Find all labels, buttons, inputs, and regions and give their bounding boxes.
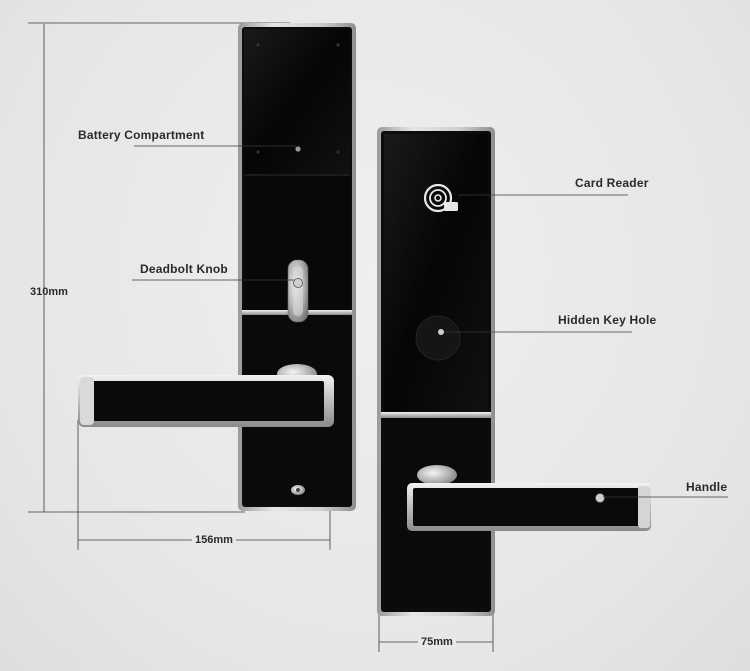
outer-lock-body [377,127,495,616]
battery-compartment-label: Battery Compartment [78,128,205,142]
inner-width-dimension-label: 156mm [192,534,236,546]
card-reader-icon [423,183,458,213]
outer-handle [407,483,651,531]
handle-label: Handle [686,480,728,494]
deadbolt-knob-label: Deadbolt Knob [140,262,228,276]
inner-handle [78,375,334,427]
hidden-key-hole-label: Hidden Key Hole [558,313,657,327]
callout-lines [132,145,728,498]
deadbolt-knob-shape [287,259,309,323]
height-dimension-label: 310mm [30,286,68,298]
card-reader-label: Card Reader [575,176,649,190]
outer-width-dimension-label: 75mm [418,636,456,648]
inner-lock-body [238,23,356,511]
